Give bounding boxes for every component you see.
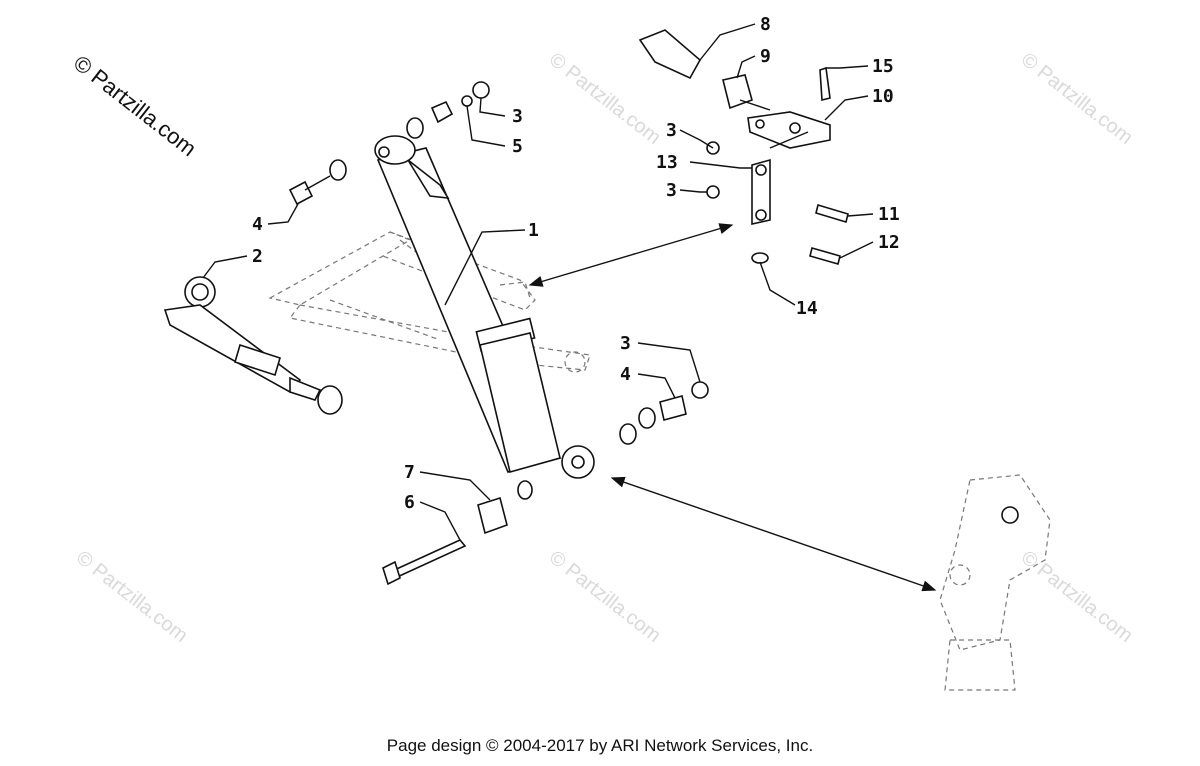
lower-hardware <box>382 381 709 586</box>
callout-7: 7 <box>404 462 415 483</box>
callout-3-link-lower: 3 <box>666 180 677 201</box>
reference-arrows <box>528 223 937 592</box>
pump-gauge <box>163 276 343 415</box>
shock-absorber <box>374 135 595 479</box>
callout-4-upper: 4 <box>252 214 263 235</box>
callout-10: 10 <box>872 86 894 107</box>
callout-13: 13 <box>656 152 678 173</box>
callout-2: 2 <box>252 246 263 267</box>
leader-lines <box>202 23 874 541</box>
watermark-main: © Partzilla.com <box>69 50 201 161</box>
callout-4-lower: 4 <box>620 364 631 385</box>
watermark-faint-4: © Partzilla.com <box>545 547 665 647</box>
callout-6: 6 <box>404 492 415 513</box>
callout-3-lower: 3 <box>620 333 631 354</box>
linkage-assembly <box>638 29 849 265</box>
callout-8: 8 <box>760 14 771 35</box>
callout-labels: 1 2 3 5 4 8 9 15 10 3 13 3 11 12 14 3 4 … <box>252 14 900 513</box>
callout-1: 1 <box>528 220 539 241</box>
watermark-faint-1: © Partzilla.com <box>545 49 665 149</box>
callout-15: 15 <box>872 56 894 77</box>
watermark-faint-3: © Partzilla.com <box>72 547 192 647</box>
callout-3-top: 3 <box>512 106 523 127</box>
callout-5: 5 <box>512 136 523 157</box>
footer-copyright: Page design © 2004-2017 by ARI Network S… <box>386 736 814 755</box>
callout-12: 12 <box>878 232 900 253</box>
callout-9: 9 <box>760 46 771 67</box>
spindle-outline <box>939 474 1051 691</box>
upper-hardware <box>288 81 490 206</box>
watermark-faint-5: © Partzilla.com <box>1017 547 1137 647</box>
watermark-faint-2: © Partzilla.com <box>1017 49 1137 149</box>
callout-11: 11 <box>878 204 900 225</box>
callout-14: 14 <box>796 298 818 319</box>
callout-3-link-upper: 3 <box>666 120 677 141</box>
